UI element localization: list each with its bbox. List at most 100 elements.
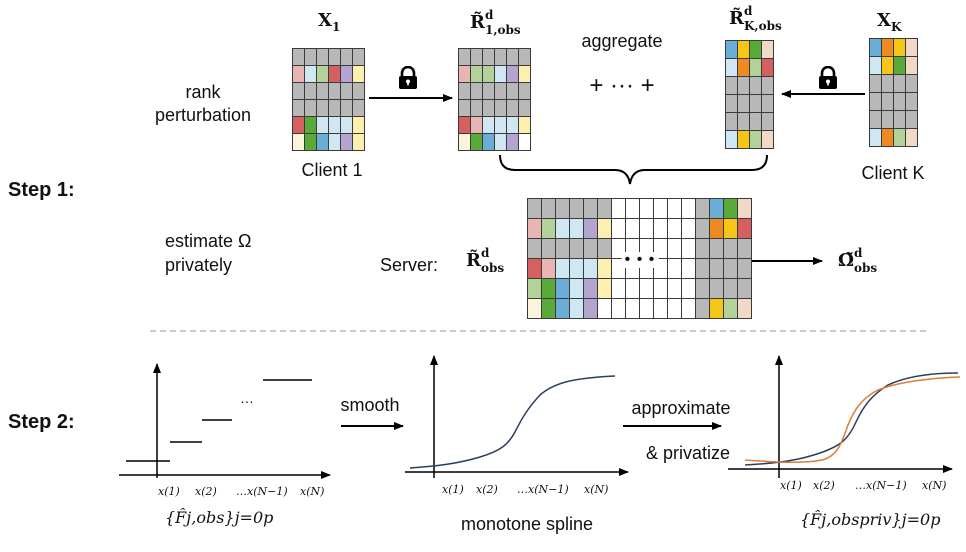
matrix-cell xyxy=(695,278,710,299)
r1-obs-matrix xyxy=(458,48,531,151)
tick-xN: x(N) xyxy=(300,485,325,498)
matrix-cell xyxy=(555,198,570,219)
matrix-cell xyxy=(527,278,542,299)
matrix-cell xyxy=(555,218,570,239)
matrix-cell xyxy=(737,258,752,279)
matrix-cell xyxy=(352,48,365,66)
matrix-cell xyxy=(518,82,531,100)
step1-label: Step 1: xyxy=(8,179,75,201)
matrix-cell xyxy=(555,298,570,319)
matrix-cell xyxy=(695,238,710,259)
matrix-cell xyxy=(695,198,710,219)
matrix-cell xyxy=(667,218,682,239)
matrix-cell xyxy=(709,298,724,319)
matrix-cell xyxy=(653,198,668,219)
matrix-cell xyxy=(667,298,682,319)
matrix-cell xyxy=(639,218,654,239)
matrix-cell xyxy=(709,238,724,259)
step2-label: Step 2: xyxy=(8,411,75,433)
matrix-cell xyxy=(352,65,365,83)
matrix-cell xyxy=(723,298,738,319)
matrix-cell xyxy=(695,298,710,319)
matrix-cell xyxy=(569,238,584,259)
matrix-cell xyxy=(653,278,668,299)
matrix-cell xyxy=(527,198,542,219)
x1-label: X1 xyxy=(318,10,341,34)
matrix-cell xyxy=(737,198,752,219)
matrix-cell xyxy=(681,198,696,219)
matrix-cell xyxy=(569,258,584,279)
matrix-cell xyxy=(681,258,696,279)
server-matrix xyxy=(527,198,752,319)
matrix-cell xyxy=(709,258,724,279)
matrix-cell xyxy=(709,198,724,219)
private-curve xyxy=(744,376,961,464)
matrix-cell xyxy=(737,298,752,319)
xK-label: XK xyxy=(877,10,902,34)
matrix-cell xyxy=(761,112,774,131)
matrix-cell xyxy=(905,110,918,129)
matrix-cell xyxy=(905,38,918,57)
matrix-cell xyxy=(681,218,696,239)
tick-xN-1: …x(N−1) xyxy=(236,485,288,498)
spline-curve xyxy=(744,372,959,466)
matrix-cell xyxy=(625,198,640,219)
matrix-cell xyxy=(611,278,626,299)
tick-x2: x(2) xyxy=(476,483,498,496)
matrix-cell xyxy=(905,74,918,93)
matrix-cell xyxy=(527,238,542,259)
matrix-cell xyxy=(723,218,738,239)
matrix-cell xyxy=(667,238,682,259)
tick-x1: x(1) xyxy=(780,479,802,492)
matrix-cell xyxy=(541,238,556,259)
matrix-cell xyxy=(583,198,598,219)
server-matrix-ellipsis: • • • xyxy=(621,252,659,268)
matrix-cell xyxy=(518,65,531,83)
f-priv-set-label: {F̂j,obspriv}j=0p xyxy=(800,510,941,529)
matrix-cell xyxy=(681,238,696,259)
matrix-cell xyxy=(518,116,531,134)
lock-icon xyxy=(817,65,839,95)
plus-dots-label: + ··· + xyxy=(589,72,655,99)
matrix-cell xyxy=(541,198,556,219)
matrix-cell xyxy=(352,82,365,100)
matrix-cell xyxy=(639,278,654,299)
matrix-cell xyxy=(681,278,696,299)
privatize-label: & privatize xyxy=(645,443,731,463)
matrix-cell xyxy=(597,278,612,299)
tick-xN: x(N) xyxy=(584,483,609,496)
tick-xN: x(N) xyxy=(922,479,947,492)
f-hat-set-label: {F̂j,obs}j=0p xyxy=(165,508,274,527)
tick-xN-1: …x(N−1) xyxy=(517,483,569,496)
tick-x2: x(2) xyxy=(813,479,835,492)
matrix-cell xyxy=(597,198,612,219)
matrix-cell xyxy=(737,238,752,259)
matrix-cell xyxy=(653,218,668,239)
matrix-cell xyxy=(723,258,738,279)
client1-matrix xyxy=(292,48,365,151)
matrix-cell xyxy=(639,298,654,319)
matrix-cell xyxy=(597,258,612,279)
matrix-cell xyxy=(611,198,626,219)
matrix-cell xyxy=(625,298,640,319)
matrix-cell xyxy=(625,278,640,299)
privately-label: privately xyxy=(165,255,233,275)
matrix-cell xyxy=(541,298,556,319)
plot-empirical-cdf xyxy=(119,363,331,479)
matrix-cell xyxy=(737,218,752,239)
server-label: Server: xyxy=(380,255,439,275)
matrix-cell xyxy=(905,92,918,111)
matrix-cell xyxy=(723,238,738,259)
tick-x1: x(1) xyxy=(158,485,180,498)
matrix-cell xyxy=(597,298,612,319)
matrix-cell xyxy=(625,218,640,239)
step-continuation-dots: … xyxy=(240,390,254,406)
perturbation-label: perturbation xyxy=(154,105,252,125)
matrix-cell xyxy=(527,258,542,279)
clientK-label: Client K xyxy=(861,163,925,183)
matrix-cell xyxy=(723,278,738,299)
